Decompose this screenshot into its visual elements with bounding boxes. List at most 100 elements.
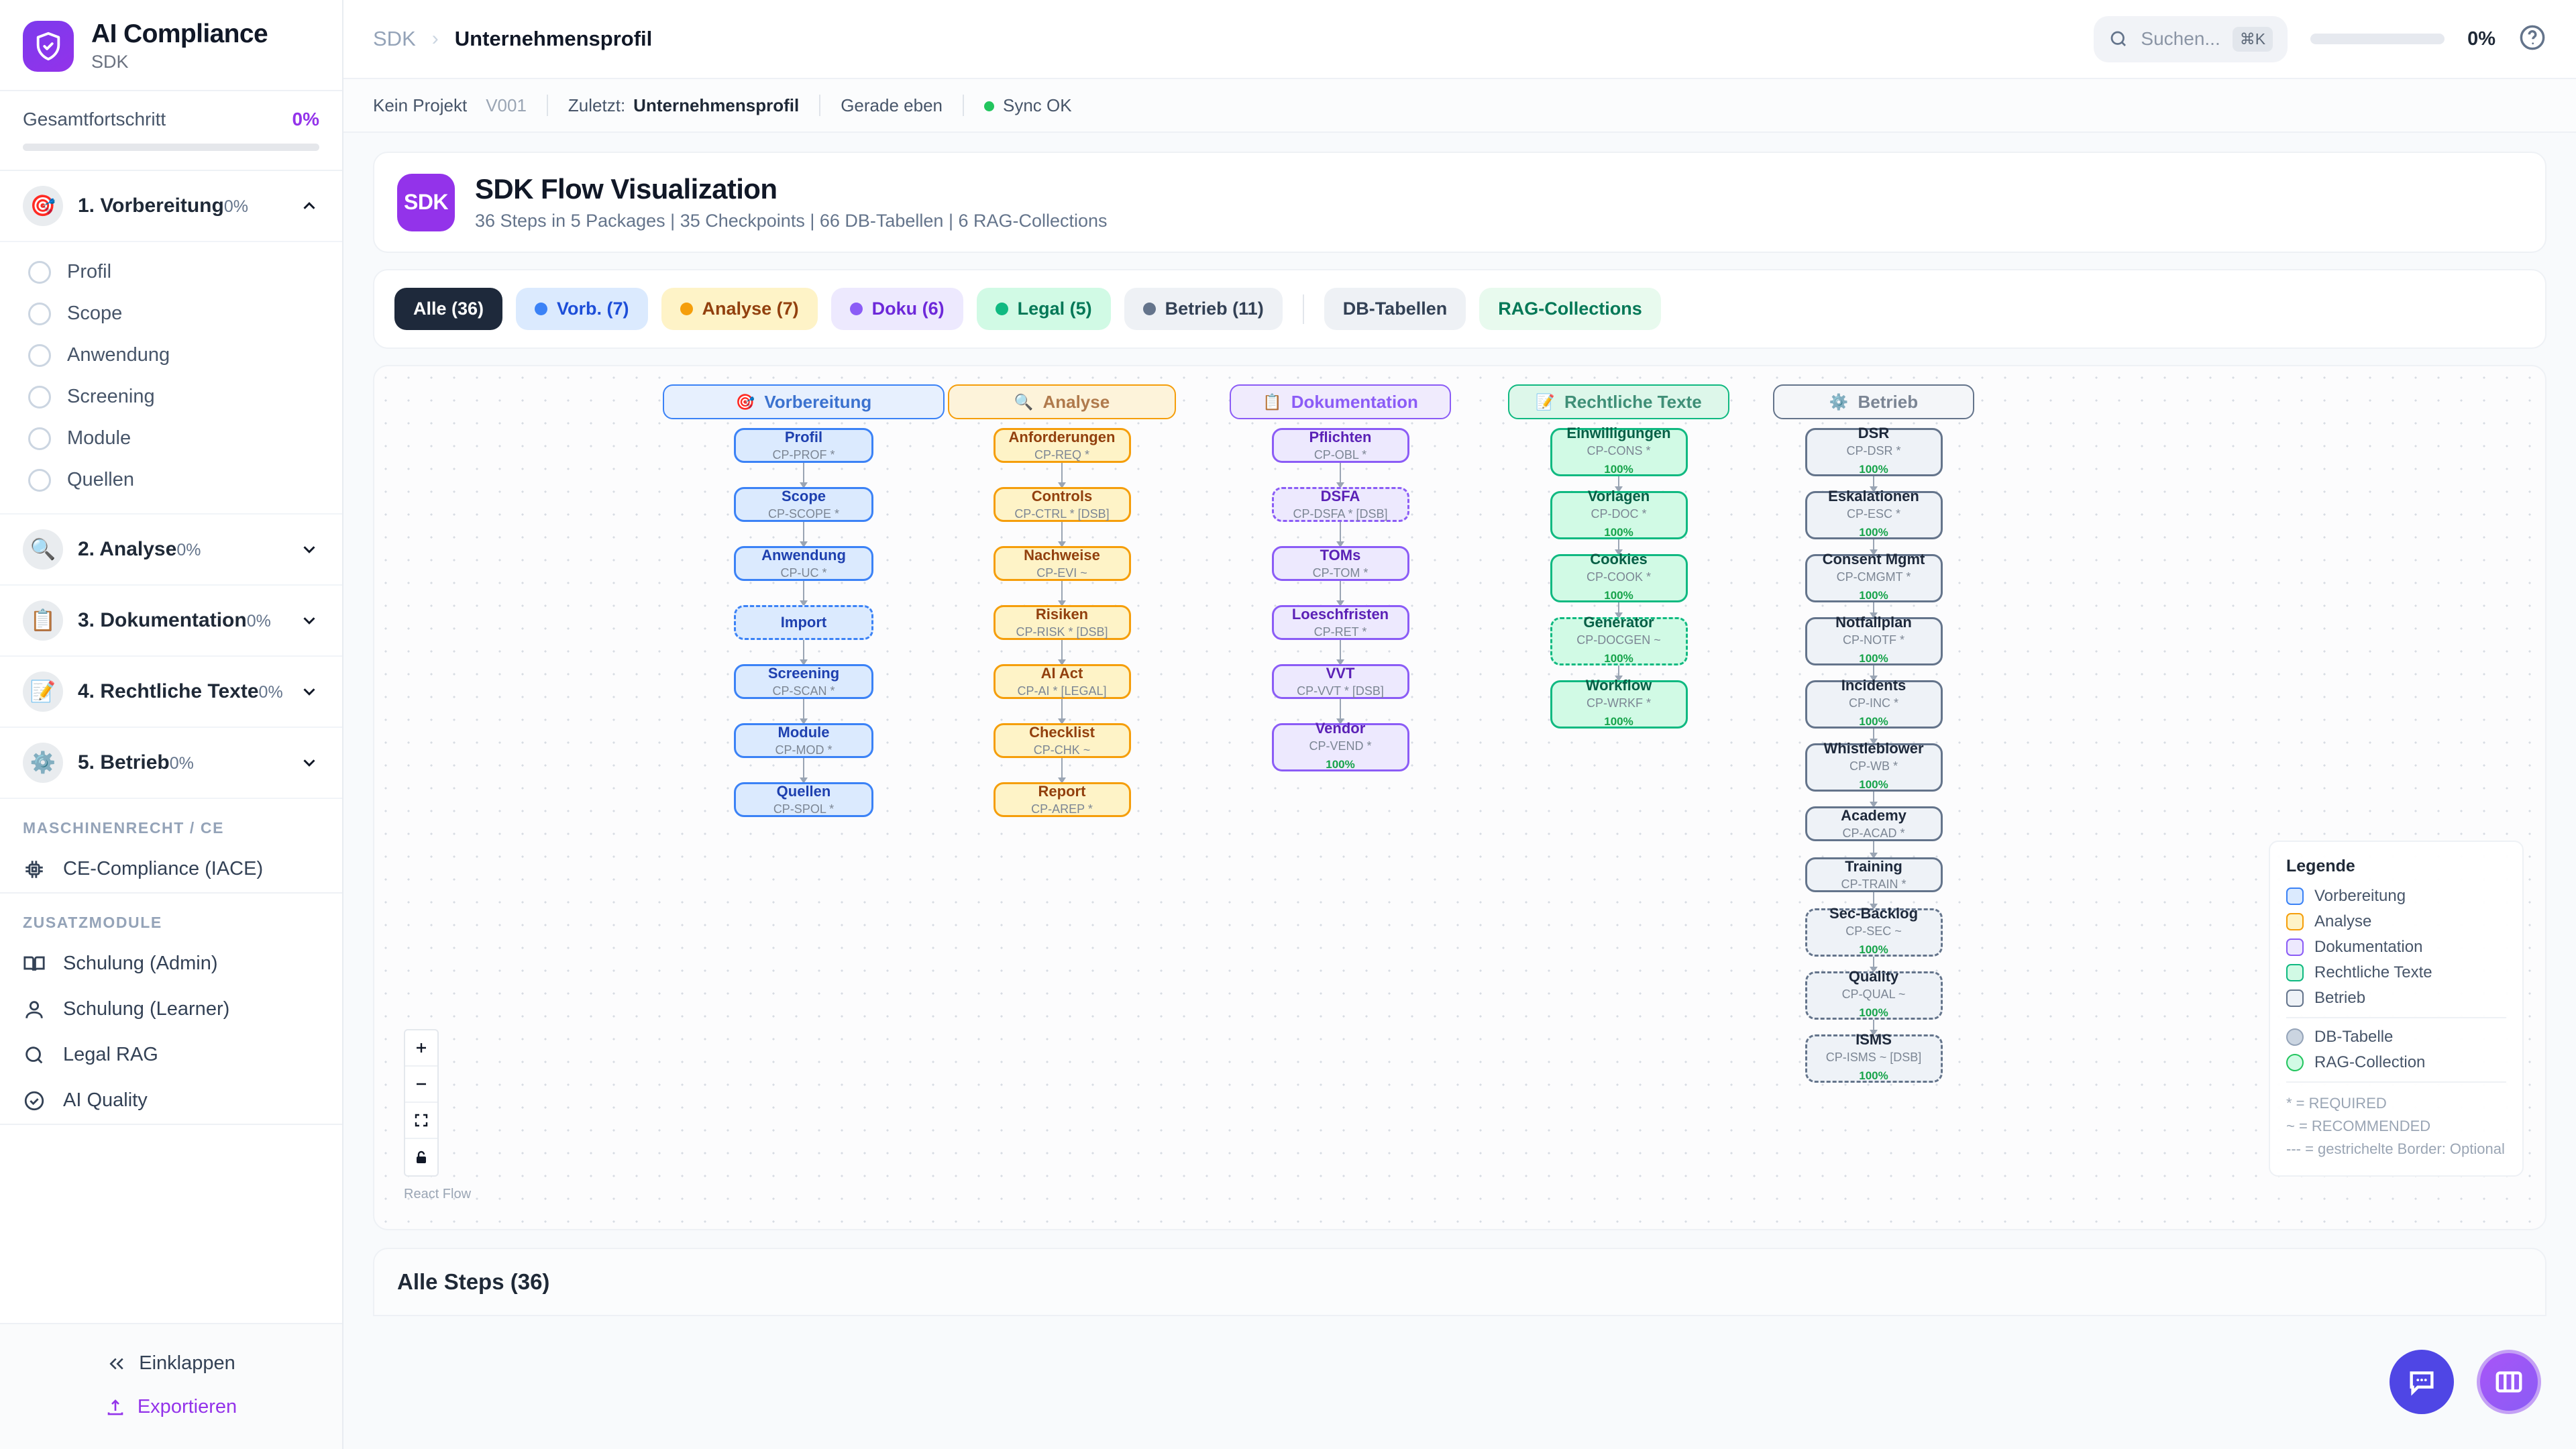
step-radio[interactable] [28, 302, 51, 325]
sidebar-item-module[interactable]: Module [0, 418, 342, 460]
zoom-in-icon[interactable] [405, 1030, 437, 1067]
sidebar-item-screening[interactable]: Screening [0, 376, 342, 418]
node-code: CP-AI * [LEGAL] [1017, 684, 1107, 698]
step-radio[interactable] [28, 427, 51, 450]
sidebar-item-schulung-admin[interactable]: Schulung (Admin) [0, 941, 342, 987]
node-title: Quellen [776, 782, 831, 800]
filter-chip-0[interactable]: Alle (36) [394, 288, 503, 330]
chevron-down-icon[interactable] [299, 682, 319, 702]
status-dot-icon [984, 101, 994, 111]
sidebar-item-quellen[interactable]: Quellen [0, 460, 342, 501]
sidebar-brand[interactable]: AI Compliance SDK [0, 0, 342, 91]
flow-edge [1873, 1020, 1874, 1034]
sidebar-item-anwendung[interactable]: Anwendung [0, 335, 342, 376]
filter-chip-3[interactable]: Doku (6) [830, 288, 963, 330]
step-radio[interactable] [28, 343, 51, 367]
chevron-up-icon[interactable] [299, 196, 319, 216]
sidebar-phase-2[interactable]: 🔍2. Analyse0% [0, 515, 342, 586]
help-icon[interactable] [2518, 23, 2546, 55]
filter-chip-7[interactable]: RAG-Collections [1479, 288, 1661, 330]
sidebar-phase-4[interactable]: 📝4. Rechtliche Texte0% [0, 657, 342, 728]
sidebar-phase-1[interactable]: 🎯1. Vorbereitung0% [0, 171, 342, 242]
filter-chip-5[interactable]: Betrieb (11) [1124, 288, 1283, 330]
sidebar-item-legal-rag[interactable]: Legal RAG [0, 1032, 342, 1078]
step-radio[interactable] [28, 468, 51, 492]
node-code: CP-ACAD * [1842, 826, 1905, 841]
panel-fab[interactable] [2477, 1350, 2541, 1414]
breadcrumb-root[interactable]: SDK [373, 27, 416, 50]
sidebar-footer: Einklappen Exportieren [0, 1323, 342, 1449]
node-code: CP-VVT * [DSB] [1297, 684, 1384, 698]
sidebar-phase-3[interactable]: 📋3. Dokumentation0% [0, 586, 342, 657]
filter-chip-4[interactable]: Legal (5) [976, 288, 1111, 330]
flow-edge-arrow [1870, 676, 1878, 682]
filter-chip-2[interactable]: Analyse (7) [661, 288, 818, 330]
step-radio[interactable] [28, 385, 51, 409]
search-input[interactable]: Suchen... ⌘K [2094, 15, 2288, 62]
step-radio[interactable] [28, 260, 51, 284]
sidebar-item-scope[interactable]: Scope [0, 293, 342, 335]
chevron-down-icon[interactable] [299, 539, 319, 559]
collapse-sidebar-button[interactable]: Einklappen [0, 1342, 342, 1385]
chevron-down-icon[interactable] [299, 610, 319, 631]
sidebar-item-ai-quality[interactable]: AI Quality [0, 1078, 342, 1125]
sidebar-item-profil[interactable]: Profil [0, 252, 342, 293]
chip-icon [23, 858, 46, 881]
node-progress-value: 100% [1859, 463, 1888, 476]
chevron-down-icon[interactable] [299, 753, 319, 773]
lock-icon[interactable] [405, 1139, 437, 1175]
sidebar-phase-5[interactable]: ⚙️5. Betrieb0% [0, 728, 342, 799]
legend-item: RAG-Collection [2286, 1053, 2506, 1072]
filter-chip-1[interactable]: Vorb. (7) [516, 288, 648, 330]
chip-label: RAG-Collections [1498, 299, 1642, 319]
zoom-out-icon[interactable] [405, 1067, 437, 1103]
sidebar-item-schulung-learner[interactable]: Schulung (Learner) [0, 987, 342, 1032]
chat-fab[interactable] [2390, 1350, 2454, 1414]
filter-chip-6[interactable]: DB-Tabellen [1324, 288, 1466, 330]
phase-name: 3. Dokumentation [78, 608, 247, 631]
fit-view-icon[interactable] [405, 1103, 437, 1139]
project-name: Kein Projekt [373, 95, 468, 115]
flow-node-import[interactable]: Import [734, 605, 873, 640]
export-button[interactable]: Exportieren [0, 1385, 342, 1429]
flow-edge-arrow [800, 777, 808, 784]
sidebar-item-ce-compliance[interactable]: CE-Compliance (IACE) [0, 847, 342, 894]
